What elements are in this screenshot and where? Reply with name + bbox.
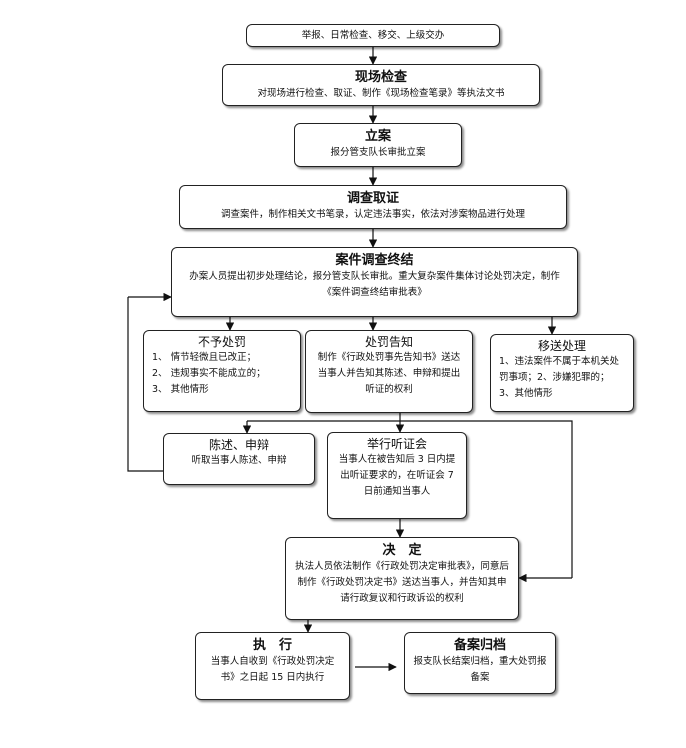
- onsite-inspection-title: 现场检查: [354, 70, 407, 85]
- archive-title: 备案归档: [453, 638, 506, 653]
- penalty-notice-box: 处罚告知 制作《行政处罚事先告知书》送达当事人并告知其陈述、申辩和提出听证的权利: [305, 330, 473, 413]
- execution-box: 执 行 当事人自收到《行政处罚决定书》之日起 15 日内执行: [195, 632, 350, 700]
- archive-body: 报支队长结案归档，重大处罚报备案: [413, 656, 547, 683]
- hearing-title: 举行听证会: [366, 437, 427, 451]
- split-line-notice: [247, 413, 401, 422]
- statement-body: 听取当事人陈述、申辩: [191, 455, 287, 466]
- decision-body: 执法人员依法制作《行政处罚决定审批表》，同意后制作《行政处罚决定书》送达当事人，…: [295, 561, 509, 604]
- no-penalty-box: 不予处罚 1、 情节轻微且已改正； 2、 违规事实不能成立的； 3、 其他情形: [143, 330, 301, 412]
- no-penalty-item-3: 3、 其他情形: [152, 384, 209, 395]
- investigation-title: 调查取证: [346, 191, 399, 206]
- filing-body: 报分管支队长审批立案: [330, 147, 426, 158]
- penalty-notice-body: 制作《行政处罚事先告知书》送达当事人并告知其陈述、申辩和提出听证的权利: [317, 352, 461, 395]
- statement-title: 陈述、申辩: [208, 438, 269, 452]
- decision-box: 决 定 执法人员依法制作《行政处罚决定审批表》，同意后制作《行政处罚决定书》送达…: [285, 537, 519, 620]
- statement-box: 陈述、申辩 听取当事人陈述、申辩: [163, 433, 315, 485]
- hearing-box: 举行听证会 当事人在被告知后 3 日内提出听证要求的，在听证会 7 日前通知当事…: [327, 432, 467, 519]
- transfer-box: 移送处理 1、违法案件不属于本机关处罚事项；2、涉嫌犯罪的；3、其他情形: [490, 334, 634, 412]
- transfer-body: 1、违法案件不属于本机关处罚事项；2、涉嫌犯罪的；3、其他情形: [499, 356, 620, 399]
- no-penalty-items: 1、 情节轻微且已改正； 2、 违规事实不能成立的； 3、 其他情形: [144, 350, 300, 398]
- execution-body: 当事人自收到《行政处罚决定书》之日起 15 日内执行: [210, 656, 335, 683]
- execution-title: 执 行: [252, 638, 292, 653]
- investigation-box: 调查取证 调查案件，制作相关文书笔录，认定违法事实，依法对涉案物品进行处理: [179, 185, 567, 229]
- feedback-line-statement: [127, 297, 163, 472]
- conclusion-box: 案件调查终结 办案人员提出初步处理结论，报分管支队长审批。重大复杂案件集体讨论处…: [171, 247, 578, 317]
- conclusion-body: 办案人员提出初步处理结论，报分管支队长审批。重大复杂案件集体讨论处罚决定，制作《…: [189, 271, 560, 298]
- onsite-inspection-box: 现场检查 对现场进行检查、取证、制作《现场检查笔录》等执法文书: [222, 64, 540, 106]
- no-penalty-item-2: 2、 违规事实不能成立的；: [152, 368, 266, 379]
- start-text: 举报、日常检查、移交、上级交办: [301, 30, 445, 41]
- filing-box: 立案 报分管支队长审批立案: [294, 123, 462, 167]
- hearing-body: 当事人在被告知后 3 日内提出听证要求的，在听证会 7 日前通知当事人: [338, 454, 456, 497]
- start-box: 举报、日常检查、移交、上级交办: [246, 24, 500, 47]
- no-penalty-title: 不予处罚: [197, 335, 246, 349]
- penalty-notice-title: 处罚告知: [364, 335, 413, 349]
- conclusion-title: 案件调查终结: [335, 253, 414, 268]
- no-penalty-item-1: 1、 情节轻微且已改正；: [152, 352, 257, 363]
- onsite-inspection-body: 对现场进行检查、取证、制作《现场检查笔录》等执法文书: [257, 88, 505, 99]
- transfer-title: 移送处理: [537, 339, 586, 353]
- archive-box: 备案归档 报支队长结案归档，重大处罚报备案: [404, 632, 556, 694]
- filing-title: 立案: [364, 129, 391, 144]
- split-line-right: [400, 420, 573, 578]
- investigation-body: 调查案件，制作相关文书笔录，认定违法事实，依法对涉案物品进行处理: [220, 209, 525, 220]
- decision-title: 决 定: [382, 543, 422, 558]
